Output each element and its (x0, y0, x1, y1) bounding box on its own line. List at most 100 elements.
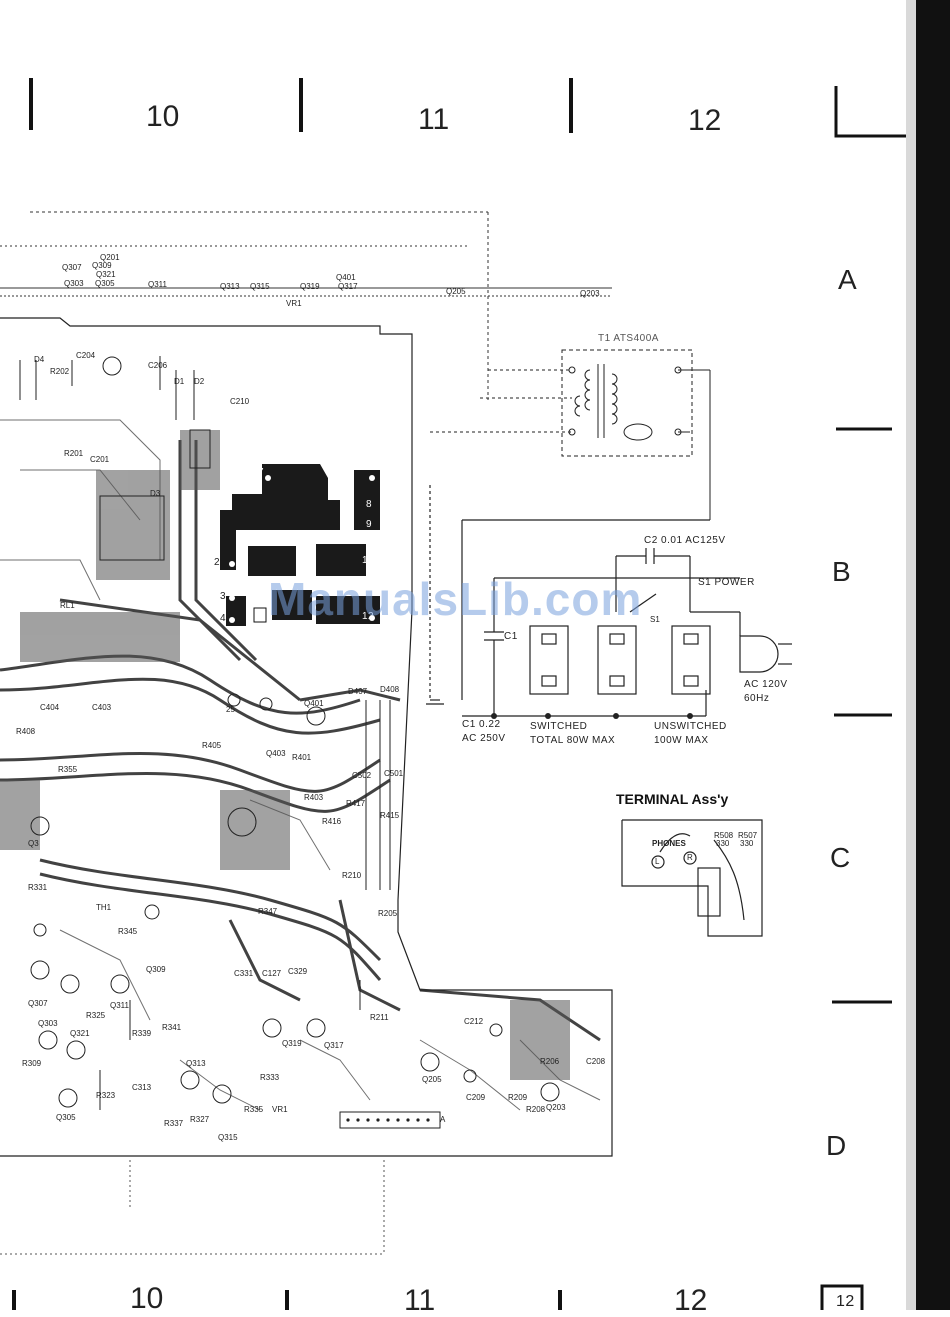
header-q205: Q205 (446, 287, 466, 296)
pad-7: 7 (258, 467, 265, 478)
label-q321: Q321 (70, 1029, 90, 1038)
header-q401: Q401 (336, 273, 356, 282)
pad-10: 10 (362, 555, 375, 566)
label-q309: Q309 (146, 965, 166, 974)
label-q313: Q313 (186, 1059, 206, 1068)
header-q307: Q307 (62, 263, 82, 272)
header-q317: Q317 (338, 282, 358, 291)
header-q319: Q319 (300, 282, 320, 291)
label-c127: C127 (262, 969, 282, 978)
label-q403: Q403 (266, 749, 286, 758)
label-r405: R405 (202, 741, 222, 750)
label-r205: R205 (378, 909, 398, 918)
c1-rating: AC 250V (462, 733, 506, 744)
pad-4: 4 (220, 613, 227, 624)
column-number-top-11: 11 (418, 103, 450, 136)
label-c210: C210 (230, 397, 250, 406)
switch-label: S1 POWER (698, 577, 755, 588)
copper-areas (0, 430, 570, 1080)
pad-9: 9 (366, 519, 373, 530)
header-vr1: VR1 (286, 299, 302, 308)
label-r401: R401 (292, 753, 312, 762)
header-q309: Q309 (92, 261, 112, 270)
label-c212: C212 (464, 1017, 484, 1026)
bottom-grid-ticks (12, 1290, 562, 1310)
label-r211: R211 (370, 1013, 389, 1022)
header-q203: Q203 (580, 289, 600, 298)
label-c501: C501 (384, 769, 404, 778)
r508-value: 330 (716, 839, 730, 848)
outlet-boxes (529, 625, 711, 695)
connector-a-label: A (440, 1115, 446, 1124)
label-q311: Q311 (110, 1001, 129, 1010)
ac-line-label: AC 120V (744, 679, 788, 690)
power-wiring (426, 485, 792, 717)
pad-8: 8 (366, 499, 373, 510)
heatsink-pads (220, 464, 380, 626)
terminal-title: TERMINAL Ass'y (616, 791, 729, 807)
label-r355: R355 (58, 765, 78, 774)
switched-label: SWITCHED (530, 721, 588, 732)
header-bus (0, 211, 612, 400)
board-bottom-leads (0, 1160, 385, 1255)
label-c209: C209 (466, 1093, 486, 1102)
binding-shadow (906, 0, 916, 1310)
label-rl1: RL1 (60, 601, 75, 610)
label-c329: C329 (288, 967, 308, 976)
phones-label: PHONES (652, 839, 686, 848)
relay-block (253, 607, 267, 623)
label-d4: D4 (34, 355, 45, 364)
label-c208: C208 (586, 1057, 606, 1066)
c1-value: C1 0.22 (462, 719, 501, 730)
board-components (19, 356, 560, 1129)
label-r331: R331 (28, 883, 48, 892)
label-q3: Q3 (28, 839, 39, 848)
column-number-bottom-11: 11 (404, 1284, 436, 1317)
corner-mark-top (834, 86, 906, 138)
label-r210: R210 (342, 871, 362, 880)
label-r335: R335 (244, 1105, 264, 1114)
label-r325: R325 (86, 1011, 106, 1020)
label-r208: R208 (526, 1105, 546, 1114)
label-r333: R333 (260, 1073, 280, 1082)
label-r345: R345 (118, 927, 138, 936)
label-r408: R408 (16, 727, 36, 736)
label-q305: Q305 (56, 1113, 76, 1122)
label-q315: Q315 (218, 1133, 238, 1142)
label-d3: D3 (150, 489, 161, 498)
label-r323: R323 (96, 1091, 116, 1100)
r507-label: R507 (738, 831, 758, 840)
label-r337: R337 (164, 1119, 184, 1128)
header-q321: Q321 (96, 270, 116, 279)
header-q315: Q315 (250, 282, 270, 291)
pad-3: 3 (220, 591, 227, 602)
label-r209: R209 (508, 1093, 528, 1102)
label-q401: Q401 (304, 699, 324, 708)
label-r415: R415 (380, 811, 400, 820)
row-letter-a: A (838, 264, 857, 295)
label-q303: Q303 (38, 1019, 58, 1028)
label-r201: R201 (64, 449, 84, 458)
label-c204: C204 (76, 351, 96, 360)
junction-dots (491, 713, 693, 719)
header-q311: Q311 (148, 280, 167, 289)
label-r339: R339 (132, 1029, 152, 1038)
c1-ref: C1 (504, 631, 518, 642)
column-number-bottom-10: 10 (130, 1282, 164, 1315)
pad-25: 25 (226, 705, 235, 714)
unswitched-label: UNSWITCHED (654, 721, 727, 732)
row-letter-d: D (826, 1130, 847, 1161)
label-r416: R416 (322, 817, 342, 826)
pad-2: 2 (214, 557, 221, 568)
label-d2: D2 (194, 377, 205, 386)
label-d408: D408 (380, 685, 400, 694)
watermark: ManualsLib.com (268, 573, 643, 625)
c2-label: C2 0.01 AC125V (644, 535, 726, 546)
header-q201: Q201 (100, 253, 120, 262)
phones-right: R (687, 853, 693, 862)
header-q303: Q303 (64, 279, 84, 288)
corner-page-mark: 12 (836, 1293, 855, 1310)
label-c206: C206 (148, 361, 168, 370)
pcb-outline (0, 317, 613, 1157)
r507-value: 330 (740, 839, 754, 848)
